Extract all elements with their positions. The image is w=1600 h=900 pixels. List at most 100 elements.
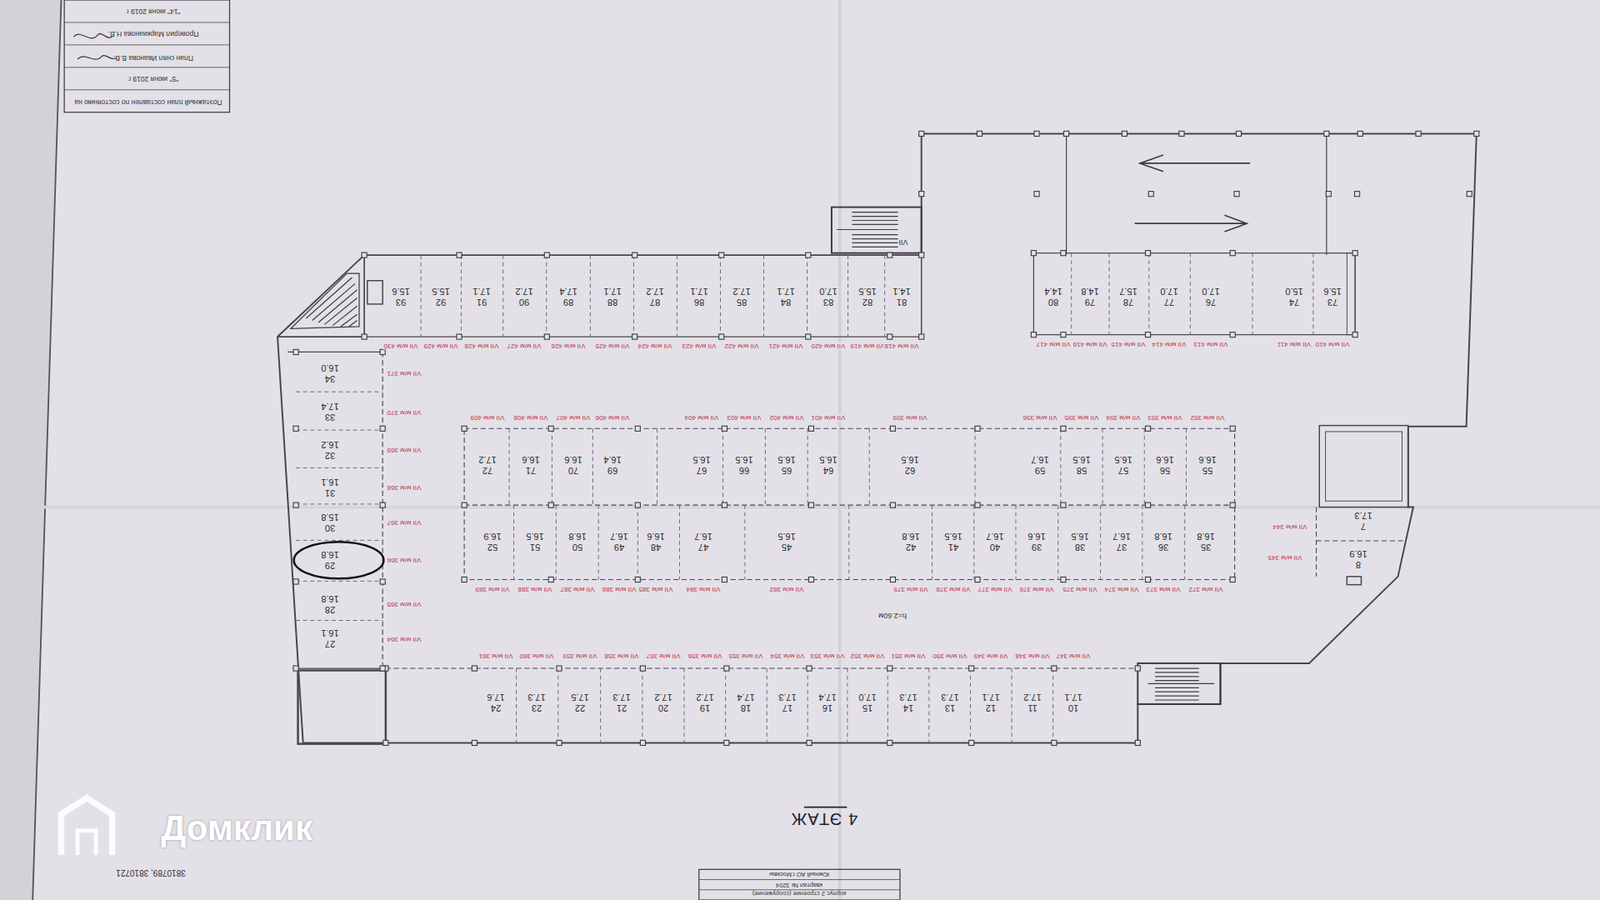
column bbox=[635, 502, 640, 508]
space-number: 27 bbox=[320, 639, 340, 650]
column bbox=[1060, 502, 1066, 508]
space-area: 16.5 bbox=[1071, 455, 1092, 466]
column bbox=[1325, 191, 1331, 197]
column bbox=[1324, 130, 1330, 136]
space-area: 15.0 bbox=[1284, 286, 1305, 298]
column bbox=[293, 502, 299, 508]
column bbox=[1034, 191, 1040, 197]
parking-space: 7016.6 bbox=[560, 450, 586, 478]
space-number: 85 bbox=[731, 296, 752, 308]
arrow bbox=[1140, 155, 1250, 172]
space-number: 14 bbox=[898, 703, 919, 715]
parking-space: 5616.6 bbox=[1152, 450, 1178, 478]
space-divider bbox=[763, 255, 765, 337]
column bbox=[361, 252, 367, 258]
space-label: VII м/м 368 bbox=[385, 484, 422, 492]
space-label: VII м/м 361 bbox=[478, 652, 515, 660]
column bbox=[719, 334, 725, 340]
space-area: 15.8 bbox=[320, 511, 340, 523]
space-label: VII м/м 387 bbox=[560, 585, 596, 593]
parking-space: 6916.4 bbox=[600, 450, 625, 478]
column bbox=[1034, 130, 1040, 136]
space-area: 16.8 bbox=[320, 550, 340, 561]
column bbox=[548, 425, 554, 431]
space-number: 90 bbox=[514, 296, 535, 308]
space-area: 17.2 bbox=[1022, 692, 1043, 704]
space-area: 17.4 bbox=[320, 401, 340, 413]
space-label: VII м/м 347 bbox=[1055, 652, 1092, 660]
space-label: VII м/м 358 bbox=[603, 652, 640, 660]
column bbox=[1060, 425, 1066, 431]
column bbox=[1145, 576, 1150, 582]
parking-space: 4716.7 bbox=[690, 527, 716, 555]
signature bbox=[73, 33, 113, 38]
shaft bbox=[1319, 425, 1409, 508]
parking-space: 8717.2 bbox=[642, 282, 668, 310]
parking-space: 5916.7 bbox=[1027, 450, 1053, 478]
column bbox=[890, 502, 895, 508]
column bbox=[640, 740, 645, 745]
space-area: 16.6 bbox=[1197, 455, 1218, 466]
parking-space: 5716.5 bbox=[1110, 450, 1136, 478]
space-divider bbox=[1102, 428, 1104, 505]
space-area: 16.1 bbox=[320, 628, 340, 640]
space-number: 76 bbox=[1200, 296, 1221, 308]
stamp-text: Поэтажный план составлен по состоянию на bbox=[74, 98, 222, 106]
space-number: 93 bbox=[390, 296, 411, 308]
space-label: VII м/м 411 bbox=[1276, 340, 1312, 348]
space-number: 34 bbox=[320, 373, 340, 385]
row-line bbox=[1316, 540, 1404, 541]
space-number: 52 bbox=[482, 541, 503, 553]
watermark-icon bbox=[60, 798, 112, 856]
space-divider bbox=[1060, 428, 1061, 505]
space-label: VII м/м 422 bbox=[724, 342, 760, 350]
space-number: 23 bbox=[526, 703, 547, 715]
house-door bbox=[77, 830, 96, 855]
space-number: 13 bbox=[940, 703, 960, 715]
space-label: VII м/м 344 bbox=[1271, 522, 1308, 530]
space-number: 19 bbox=[695, 703, 715, 715]
parking-space: 1517.0 bbox=[855, 688, 880, 715]
column bbox=[380, 425, 385, 431]
space-area: 16.0 bbox=[320, 363, 340, 375]
space-number: 48 bbox=[645, 541, 666, 553]
column bbox=[1357, 130, 1363, 136]
parking-space: 4216.8 bbox=[898, 527, 924, 555]
parking-space: 2317.3 bbox=[524, 688, 550, 715]
row-line bbox=[364, 335, 922, 337]
parking-space: 8114.1 bbox=[889, 282, 915, 310]
column bbox=[635, 576, 640, 582]
space-area: 15.7 bbox=[1118, 286, 1139, 298]
space-number: 10 bbox=[1063, 703, 1084, 715]
space-area: 17.2 bbox=[695, 692, 715, 704]
space-divider bbox=[970, 668, 971, 743]
space-label: VII м/м 386 bbox=[601, 585, 638, 593]
space-area: 17.4 bbox=[817, 692, 838, 704]
space-number: 55 bbox=[1197, 465, 1218, 477]
parking-space: 2916.8 bbox=[317, 545, 343, 573]
parking-space: 1917.2 bbox=[692, 688, 718, 715]
space-number: 50 bbox=[567, 541, 588, 553]
parking-space: 4116.5 bbox=[940, 527, 966, 555]
space-divider bbox=[807, 668, 809, 743]
parking-space: 9017.2 bbox=[511, 282, 537, 310]
space-divider bbox=[590, 255, 591, 337]
column bbox=[544, 252, 550, 258]
space-divider bbox=[557, 668, 559, 743]
stamp-rows bbox=[64, 22, 230, 90]
space-number: 83 bbox=[818, 296, 839, 308]
parking-space: 3216.2 bbox=[317, 435, 343, 463]
column bbox=[1352, 332, 1358, 338]
column bbox=[1352, 250, 1358, 256]
column bbox=[806, 740, 812, 745]
space-area: 16.5 bbox=[776, 531, 797, 543]
space-label: VII м/м 373 bbox=[1145, 585, 1182, 593]
column bbox=[1145, 502, 1150, 508]
parking-space: 1217.1 bbox=[978, 688, 1004, 715]
space-divider bbox=[1185, 428, 1187, 505]
space-label: VII м/м 382 bbox=[769, 585, 805, 593]
column bbox=[890, 576, 895, 582]
column bbox=[1030, 332, 1036, 338]
